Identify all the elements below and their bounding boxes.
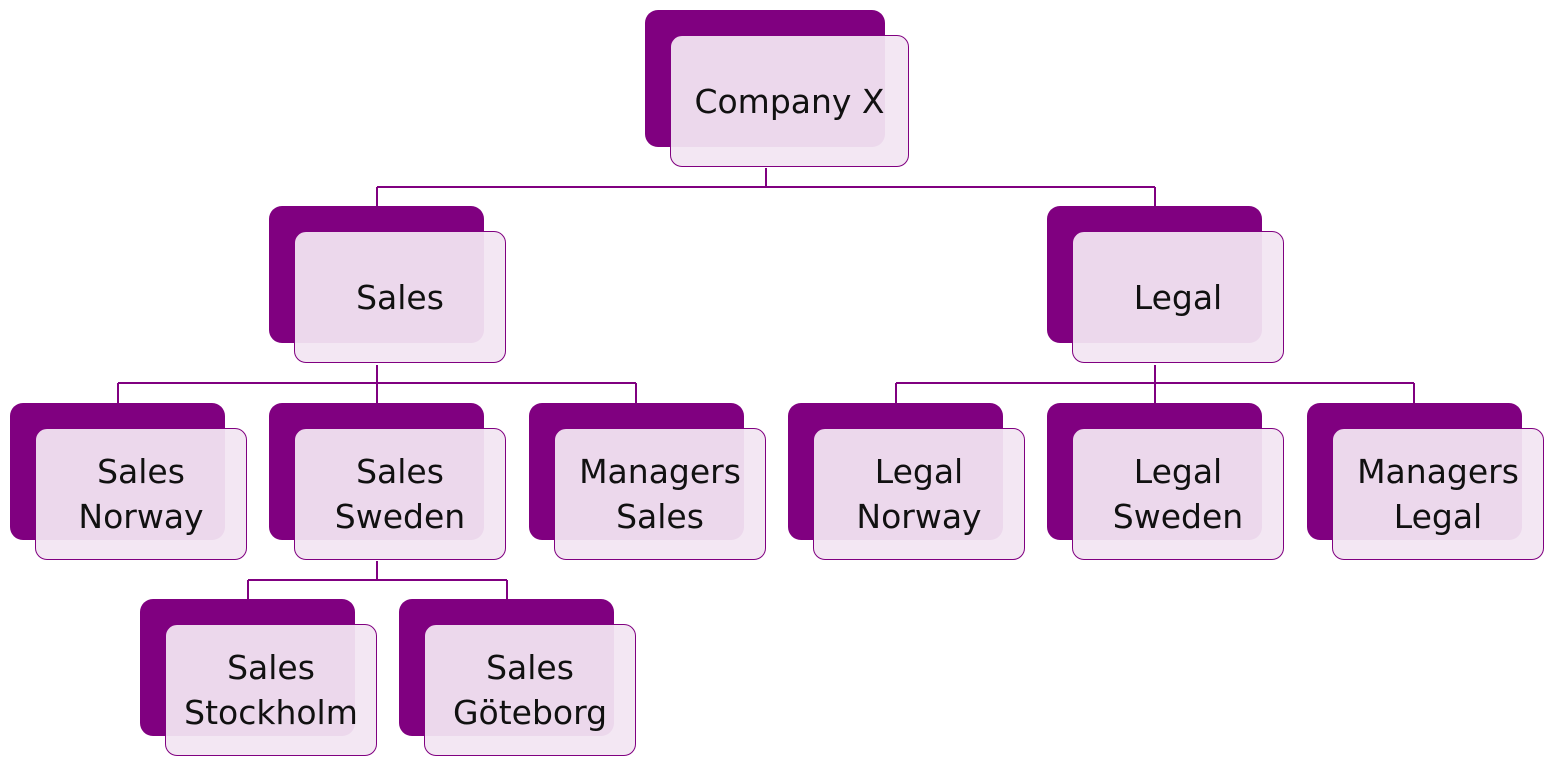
node-label: Managers Legal xyxy=(1357,452,1519,536)
node-front-shape: Sales Sweden xyxy=(294,428,506,560)
node-label: Legal xyxy=(1133,277,1223,317)
node-front-shape: Company X xyxy=(670,35,909,167)
node-front-shape: Legal Norway xyxy=(813,428,1025,560)
node-front-shape: Sales xyxy=(294,231,506,363)
node-front-shape: Sales Stockholm xyxy=(165,624,377,756)
node-front-shape: Managers Sales xyxy=(554,428,766,560)
node-label: Sales Stockholm xyxy=(184,648,358,732)
node-front-shape: Legal xyxy=(1072,231,1284,363)
node-label: Sales Norway xyxy=(78,452,204,536)
node-front-shape: Sales Göteborg xyxy=(424,624,636,756)
node-front-shape: Sales Norway xyxy=(35,428,247,560)
node-label: Legal Sweden xyxy=(1112,452,1244,536)
node-label: Company X xyxy=(694,81,885,121)
node-label: Sales Sweden xyxy=(334,452,466,536)
node-label: Legal Norway xyxy=(856,452,982,536)
node-label: Sales Göteborg xyxy=(452,648,608,732)
node-front-shape: Managers Legal xyxy=(1332,428,1544,560)
node-label: Managers Sales xyxy=(579,452,741,536)
node-label: Sales xyxy=(356,277,444,317)
node-front-shape: Legal Sweden xyxy=(1072,428,1284,560)
